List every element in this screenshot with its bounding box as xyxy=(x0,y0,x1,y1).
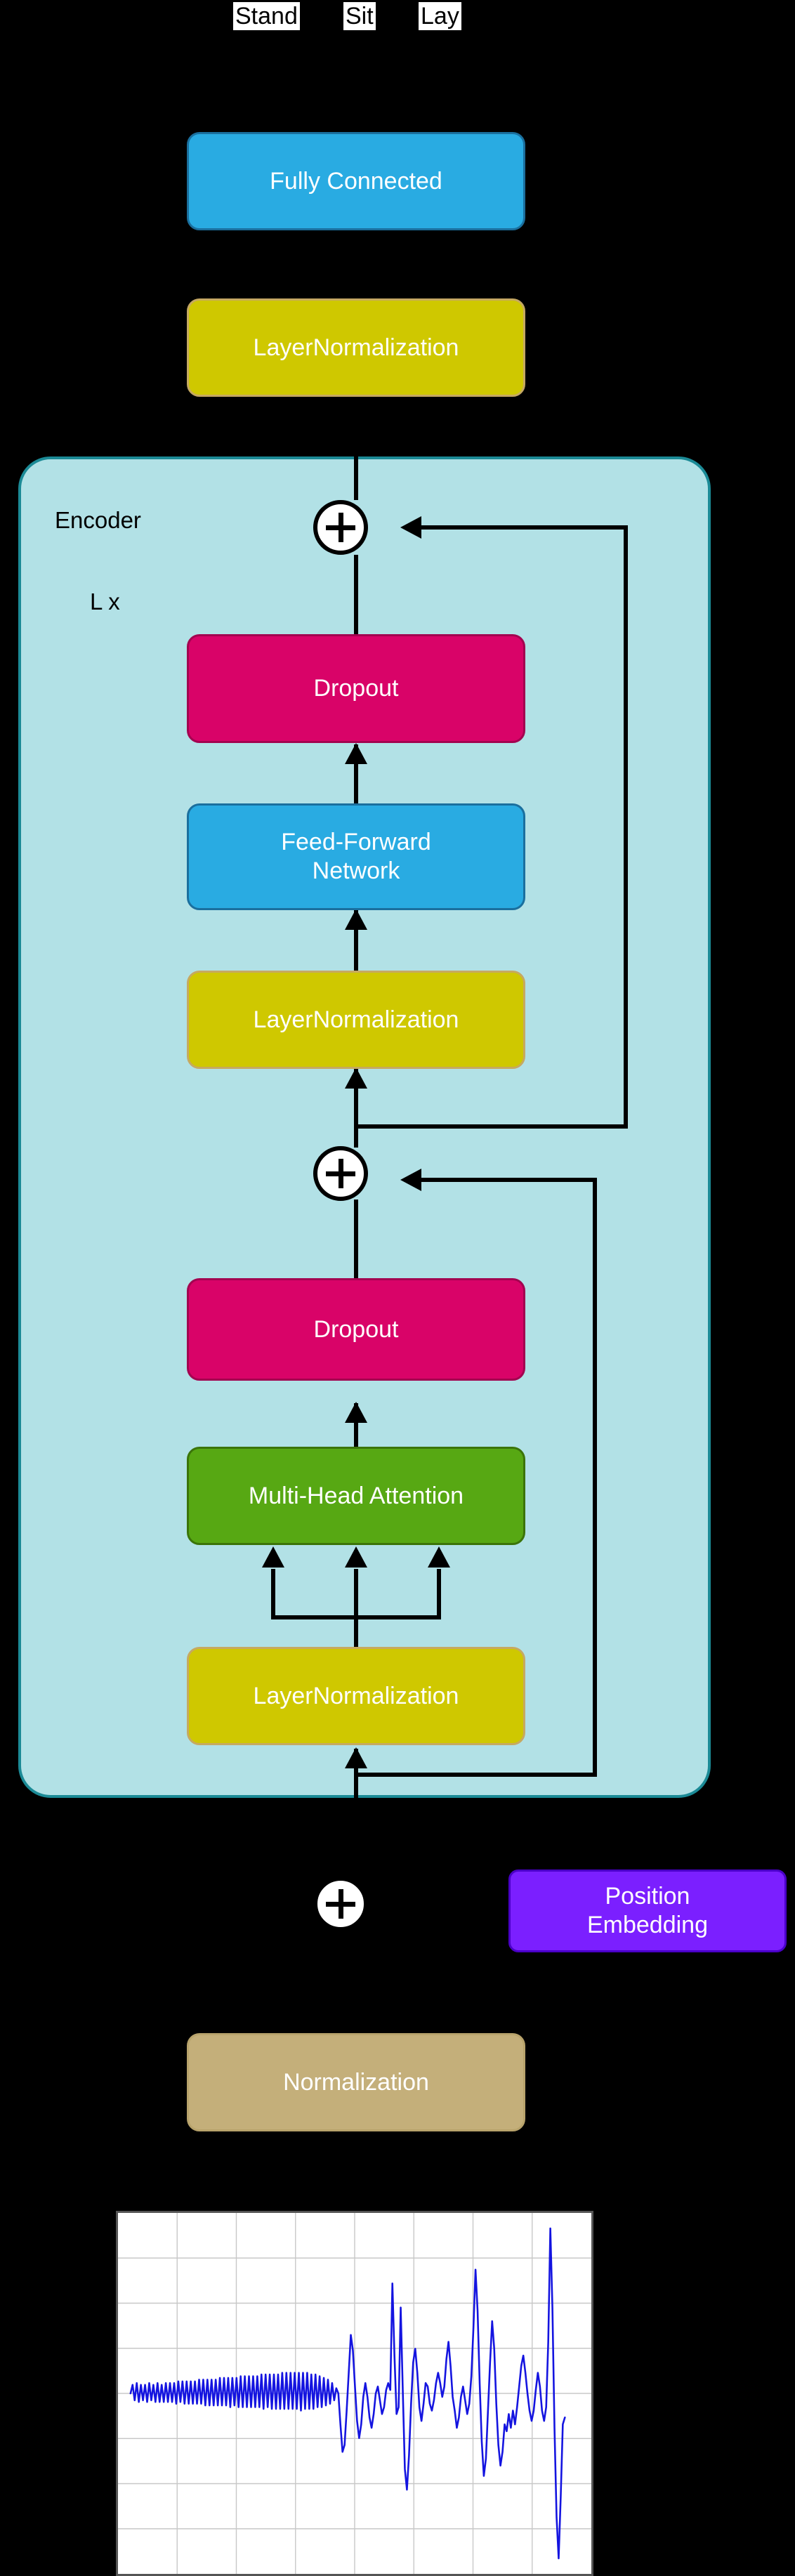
node-label-feed-forward-network: Feed-Forward Network xyxy=(281,828,431,884)
residual-skip-feedforward-vertical xyxy=(624,525,628,1129)
node-label-multi-head-attention: Multi-Head Attention xyxy=(248,1482,464,1509)
node-label-fully-connected: Fully Connected xyxy=(270,167,442,195)
output-class-labels: Stand Sit Lay xyxy=(0,0,795,39)
arrowhead-addattn-to-layernormffn xyxy=(345,1067,367,1089)
connector-signalplot-to-normalization xyxy=(354,2131,358,2211)
node-multi-head-attention[interactable]: Multi-Head Attention xyxy=(187,1447,525,1545)
node-fully-connected[interactable]: Fully Connected xyxy=(187,132,525,230)
arrowhead-qkv-query xyxy=(262,1546,284,1568)
signal-line xyxy=(129,2227,566,2560)
qkv-branch-query xyxy=(271,1569,275,1618)
node-dropout-attention[interactable]: Dropout xyxy=(187,1278,525,1381)
node-label-layernormalization-feedforward: LayerNormalization xyxy=(253,1006,459,1033)
arrowhead-layernormffn-to-ffn xyxy=(345,909,367,930)
connector-encoderinput-to-layernormattn xyxy=(354,1749,358,1839)
arrowhead-residual-skip-feedforward xyxy=(400,516,421,539)
residual-add-attention[interactable] xyxy=(313,1146,368,1201)
node-feed-forward-network[interactable]: Feed-Forward Network xyxy=(187,803,525,910)
node-layernormalization-top[interactable]: LayerNormalization xyxy=(187,298,525,397)
node-label-normalization: Normalization xyxy=(283,2068,429,2096)
arrowhead-mha-to-dropoutattn xyxy=(345,1402,367,1423)
arrowhead-qkv-key xyxy=(345,1546,367,1568)
residual-add-feedforward[interactable] xyxy=(313,500,368,555)
qkv-branch-value xyxy=(437,1569,441,1618)
residual-skip-attention-horizontal-upper xyxy=(421,1178,597,1182)
connector-addattn-to-layernormffn xyxy=(354,1069,358,1148)
embedding-add[interactable] xyxy=(313,1877,368,1931)
node-dropout-feedforward[interactable]: Dropout xyxy=(187,634,525,743)
node-layernormalization-attention[interactable]: LayerNormalization xyxy=(187,1647,525,1745)
connector-embeddingadd-to-encoder xyxy=(354,1798,358,1877)
arrowhead-encoderinput-to-layernormattn xyxy=(345,1747,367,1768)
input-signal-chart xyxy=(118,2213,591,2574)
connector-normalization-to-embeddingadd xyxy=(354,1931,358,2033)
node-label-dropout-attention: Dropout xyxy=(313,1315,399,1343)
input-signal-plot xyxy=(116,2211,593,2576)
node-label-position-embedding: Position Embedding xyxy=(586,1882,708,1938)
residual-skip-attention-horizontal-lower xyxy=(354,1773,597,1777)
node-label-layernormalization-attention: LayerNormalization xyxy=(253,1682,459,1709)
residual-skip-feedforward-horizontal-upper xyxy=(421,525,628,530)
connector-layernormtop-to-fc xyxy=(354,230,358,298)
encoder-repeat-label: L x xyxy=(90,589,120,615)
connector-mha-to-dropoutattn xyxy=(354,1403,358,1480)
arrowhead-residual-skip-attention xyxy=(400,1169,421,1191)
encoder-label: Encoder xyxy=(55,507,141,533)
arrowhead-qkv-value xyxy=(428,1546,450,1568)
connector-addffn-to-layernormtop xyxy=(354,397,358,500)
residual-skip-feedforward-horizontal-lower xyxy=(354,1124,628,1129)
connector-dropoutattn-to-addattn xyxy=(354,1200,358,1280)
class-label-stand: Stand xyxy=(233,2,300,30)
node-layernormalization-feedforward[interactable]: LayerNormalization xyxy=(187,971,525,1069)
qkv-branch-key xyxy=(354,1569,358,1648)
arrowhead-ffn-to-dropoutffn xyxy=(345,743,367,764)
node-label-layernormalization-top: LayerNormalization xyxy=(253,334,459,361)
connector-ffn-to-dropoutffn xyxy=(354,744,358,824)
node-label-dropout-feedforward: Dropout xyxy=(313,675,399,702)
connector-dropoutffn-to-addffn xyxy=(354,555,358,634)
connector-positionembedding-to-embeddingadd xyxy=(368,1902,508,1906)
residual-skip-attention-vertical xyxy=(593,1178,597,1777)
class-label-sit: Sit xyxy=(343,2,376,30)
connector-fc-to-output xyxy=(354,31,358,133)
node-position-embedding[interactable]: Position Embedding xyxy=(508,1869,787,1952)
node-normalization[interactable]: Normalization xyxy=(187,2033,525,2131)
connector-layernormffn-to-ffn xyxy=(354,910,358,992)
class-label-lay: Lay xyxy=(419,2,461,30)
